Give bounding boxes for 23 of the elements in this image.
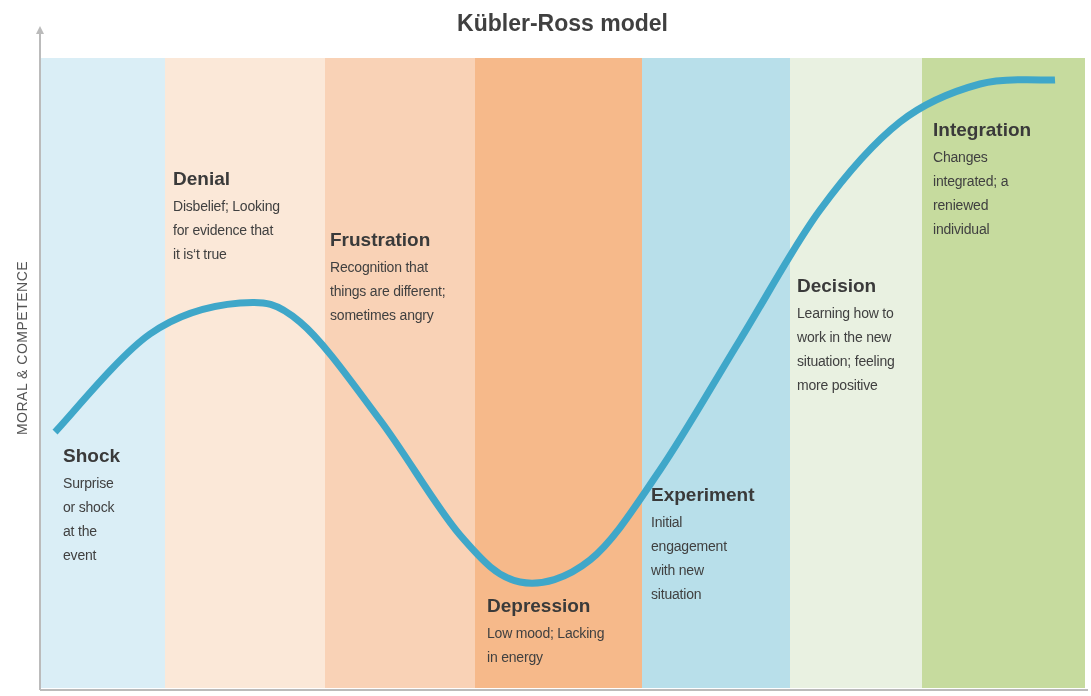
stage-heading: Decision [797, 275, 877, 297]
stage-description: Surprise or shock at the event [63, 474, 116, 565]
stage-heading: Integration [933, 119, 1032, 141]
stage-band [165, 58, 325, 688]
stage-description: Initial engagement with new situation [651, 513, 728, 604]
stage-band [642, 58, 790, 688]
stage-heading: Depression [487, 595, 591, 617]
stage-band [325, 58, 475, 688]
stage-heading: Frustration [330, 229, 431, 251]
stage-description: Low mood; Lacking in energy [487, 624, 606, 667]
stage-description: Changes integrated; a reniewed individual [933, 148, 1010, 239]
stage-heading: Shock [63, 445, 121, 467]
stage-band [475, 58, 642, 688]
stage-description: Learning how to work in the new situation; feeling more positive [797, 304, 896, 395]
stage-band [922, 58, 1085, 688]
axis-label: MORAL & COMPETENCE [14, 259, 30, 438]
stage-heading: Denial [173, 168, 231, 190]
stage-description: Disbelief; Looking for evidence that it is‘t true [173, 197, 281, 264]
chart-title: Kübler-Ross model [457, 10, 668, 37]
stage-band [790, 58, 922, 688]
stage-description: Recognition that things are different; sometimes angry [330, 258, 447, 325]
stage-heading: Experiment [651, 484, 755, 506]
stage-band [40, 58, 165, 688]
